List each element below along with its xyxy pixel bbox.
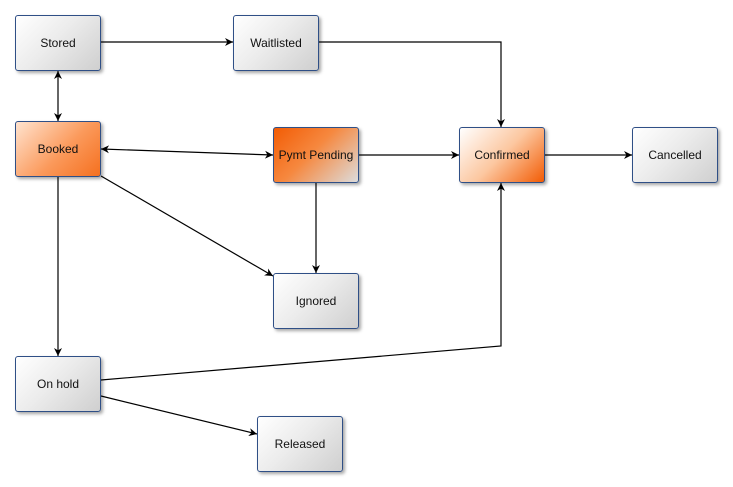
node-label: Ignored bbox=[295, 294, 337, 308]
node-booked[interactable]: Booked bbox=[15, 121, 101, 177]
edge-booked-to-ignored bbox=[100, 175, 274, 277]
edge-booked-to-pymt-pending bbox=[100, 145, 274, 159]
edge-on-hold-to-released bbox=[100, 395, 258, 436]
node-label: Released bbox=[274, 437, 326, 451]
node-ignored[interactable]: Ignored bbox=[273, 273, 359, 329]
node-waitlisted[interactable]: Waitlisted bbox=[233, 15, 319, 71]
node-label: On hold bbox=[36, 377, 80, 391]
node-label: Confirmed bbox=[474, 148, 530, 162]
node-label: Waitlisted bbox=[250, 36, 302, 50]
node-label: Booked bbox=[37, 142, 79, 156]
node-label: Cancelled bbox=[648, 148, 702, 162]
edge-waitlisted-to-confirmed bbox=[319, 41, 505, 127]
node-released[interactable]: Released bbox=[257, 416, 343, 472]
edge-on-hold-to-confirmed bbox=[100, 183, 505, 381]
node-confirmed[interactable]: Confirmed bbox=[459, 127, 545, 183]
node-pymt-pending[interactable]: Pymt Pending bbox=[273, 127, 359, 183]
node-on-hold[interactable]: On hold bbox=[15, 356, 101, 412]
node-cancelled[interactable]: Cancelled bbox=[632, 127, 718, 183]
node-label: Stored bbox=[40, 36, 76, 50]
node-stored[interactable]: Stored bbox=[15, 15, 101, 71]
node-label: Pymt Pending bbox=[278, 148, 354, 162]
